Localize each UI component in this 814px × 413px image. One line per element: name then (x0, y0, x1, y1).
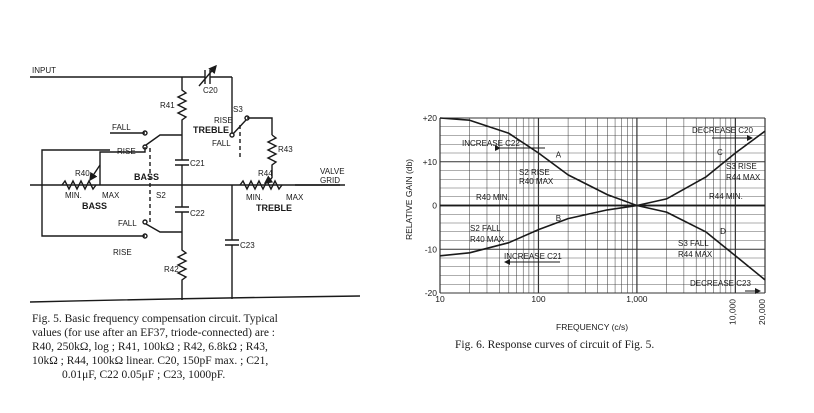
anno-r44-min: R44 MIN. (709, 192, 743, 201)
label-treble-top: TREBLE (193, 125, 229, 135)
anno-decrease-c20: DECREASE C20 (692, 126, 753, 135)
fig5-caption-line1: Fig. 5. Basic frequency compensation cir… (32, 313, 278, 325)
s2-switch-lower (145, 223, 182, 233)
s3-switch (231, 119, 247, 136)
anno-r40-max-bottom: R40 MAX (470, 235, 505, 244)
c23-capacitor (225, 185, 239, 282)
label-max-bass: MAX (102, 191, 120, 200)
label-r40: R40 (75, 169, 90, 178)
anno-r40-min: R40 MIN. (476, 193, 510, 202)
label-min-treble: MIN. (246, 193, 263, 202)
anno-r40-max-top: R40 MAX (519, 177, 554, 186)
y-tick-label: -10 (425, 244, 438, 254)
fig5-caption-line3: R40, 250kΩ, log ; R41, 100kΩ ; R42, 6.8k… (32, 341, 268, 353)
label-c23: C23 (240, 241, 255, 250)
response-chart: 10 100 1,000 10,000 20,000 +20 +10 0 -10 -20 A B C D… (404, 113, 767, 332)
series-label-D: D (720, 227, 726, 236)
label-fall-left: FALL (112, 123, 131, 132)
label-treble-low: TREBLE (256, 203, 292, 213)
x-tick-label: 20,000 (757, 299, 767, 325)
fig5-caption-line4: 10kΩ ; R44, 100kΩ linear. C20, 150pF max… (32, 355, 269, 367)
c21-capacitor (175, 159, 189, 166)
fig5-caption-line5: 0.01μF, C22 0.05μF ; C23, 1000pF. (62, 369, 226, 381)
ground-line (29, 295, 361, 303)
series-label-A: A (556, 150, 562, 159)
x-tick-label: 1,000 (626, 294, 648, 304)
anno-increase-c22: INCREASE C22 (462, 139, 520, 148)
y-tick-label: 0 (432, 201, 437, 211)
label-r43: R43 (278, 145, 293, 154)
label-rise-left: RISE (117, 147, 136, 156)
chart-series: A B C D (439, 117, 766, 281)
y-tick-label: -20 (425, 288, 438, 298)
label-c21: C21 (190, 159, 205, 168)
chart-tick-labels: 10 100 1,000 10,000 20,000 +20 +10 0 -10 -20 (423, 113, 767, 325)
compensation-circuit (29, 64, 361, 303)
label-min-bass: MIN. (65, 191, 82, 200)
anno-s2-fall: S2 FALL (470, 224, 501, 233)
series-label-C: C (717, 148, 723, 157)
label-fall-top: FALL (212, 139, 231, 148)
label-bass-low: BASS (82, 201, 107, 211)
label-c20: C20 (203, 86, 218, 95)
anno-r44-max-top: R44 MAX (726, 173, 761, 182)
anno-decrease-c23: DECREASE C23 (690, 279, 751, 288)
s2-switch-upper (145, 134, 182, 146)
y-tick-label: +20 (423, 113, 438, 123)
chart-ylabel: RELATIVE GAIN (db) (404, 159, 414, 240)
label-valve: VALVE (320, 167, 345, 176)
label-r42: R42 (164, 265, 179, 274)
r42-resistor (176, 232, 188, 295)
x-tick-label: 10,000 (727, 299, 737, 325)
label-s2: S2 (156, 191, 166, 200)
anno-s2-rise: S2 RISE (519, 168, 550, 177)
anno-increase-c21: INCREASE C21 (504, 252, 562, 261)
label-rise-top: RISE (214, 116, 233, 125)
r41-resistor (176, 77, 188, 145)
label-s3: S3 (233, 105, 243, 114)
series-line-D (440, 204, 766, 281)
anno-r44-max-bottom: R44 MAX (678, 250, 713, 259)
x-tick-label: 100 (531, 294, 545, 304)
label-bass-mid: BASS (134, 172, 159, 182)
series-line-B (439, 204, 765, 257)
c20-variable-arrow (198, 64, 217, 87)
r44-resistor (239, 179, 283, 191)
label-r41: R41 (160, 101, 175, 110)
label-max-treble: MAX (286, 193, 304, 202)
label-fall-bottom: FALL (118, 219, 137, 228)
fig6-caption: Fig. 6. Response curves of circuit of Fi… (455, 339, 655, 351)
r40-resistor (61, 179, 97, 191)
c20-capacitor (200, 70, 232, 84)
c22-capacitor (175, 185, 189, 232)
label-rise-bottom: RISE (113, 248, 132, 257)
y-tick-label: +10 (423, 157, 438, 167)
label-c22: C22 (190, 209, 205, 218)
fig5-caption: Fig. 5. Basic frequency compensation cir… (32, 312, 362, 382)
label-r44: R44 (258, 169, 273, 178)
anno-s3-fall: S3 FALL (678, 239, 709, 248)
label-input: INPUT (32, 66, 56, 75)
series-label-B: B (556, 214, 561, 223)
anno-s3-rise: S3 RISE (726, 162, 757, 171)
r43-resistor (266, 134, 278, 178)
chart-xlabel: FREQUENCY (c/s) (556, 322, 628, 332)
label-grid: GRID (320, 176, 340, 185)
x-tick-label: 10 (435, 294, 445, 304)
fig5-caption-line2: values (for use after an EF37, triode-co… (32, 327, 275, 339)
